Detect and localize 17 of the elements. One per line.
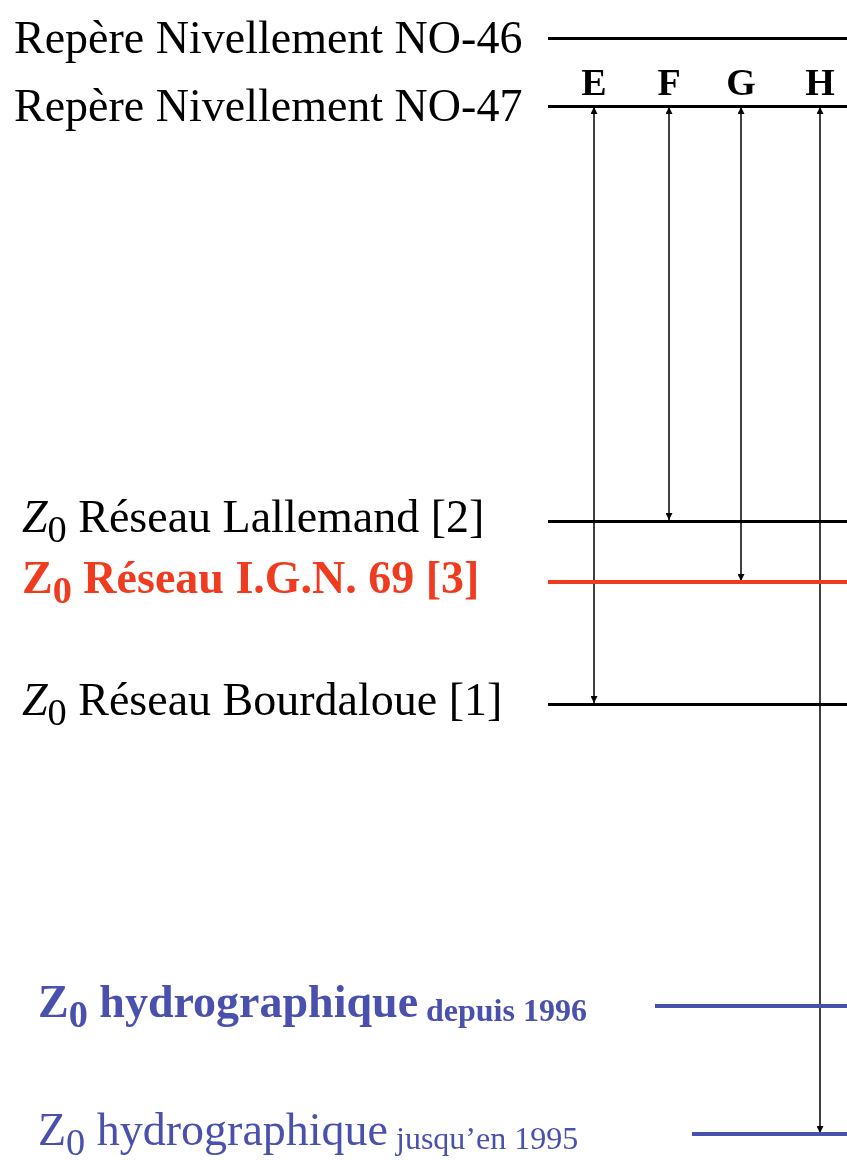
edge-label: G <box>726 63 756 101</box>
edge-label: H <box>805 63 835 101</box>
edge-label: F <box>657 63 681 101</box>
level-label: Repère Nivellement NO-47 <box>14 83 523 129</box>
arrow <box>590 106 598 704</box>
level-label: Z$_{0}$ hydrographique <box>38 978 419 1033</box>
level-label: Z$_{0}$ Réseau I.G.N. 69 [3] <box>22 554 480 609</box>
level-label: Z$_{0}$ Réseau Lallemand [2] <box>22 493 485 548</box>
arrow <box>737 106 745 582</box>
edge-label: E <box>581 63 607 101</box>
level-label: Z$_{0}$ Réseau Bourdaloue [1] <box>22 676 503 731</box>
level-label: Repère Nivellement NO-46 <box>14 15 523 61</box>
arrow <box>665 106 673 521</box>
level-label: Z$_{0}$ hydrographique <box>38 1106 389 1160</box>
arrow <box>816 106 824 1134</box>
date-note: depuis 1996 <box>426 994 587 1026</box>
date-note: jusqu’en 1995 <box>396 1122 579 1154</box>
